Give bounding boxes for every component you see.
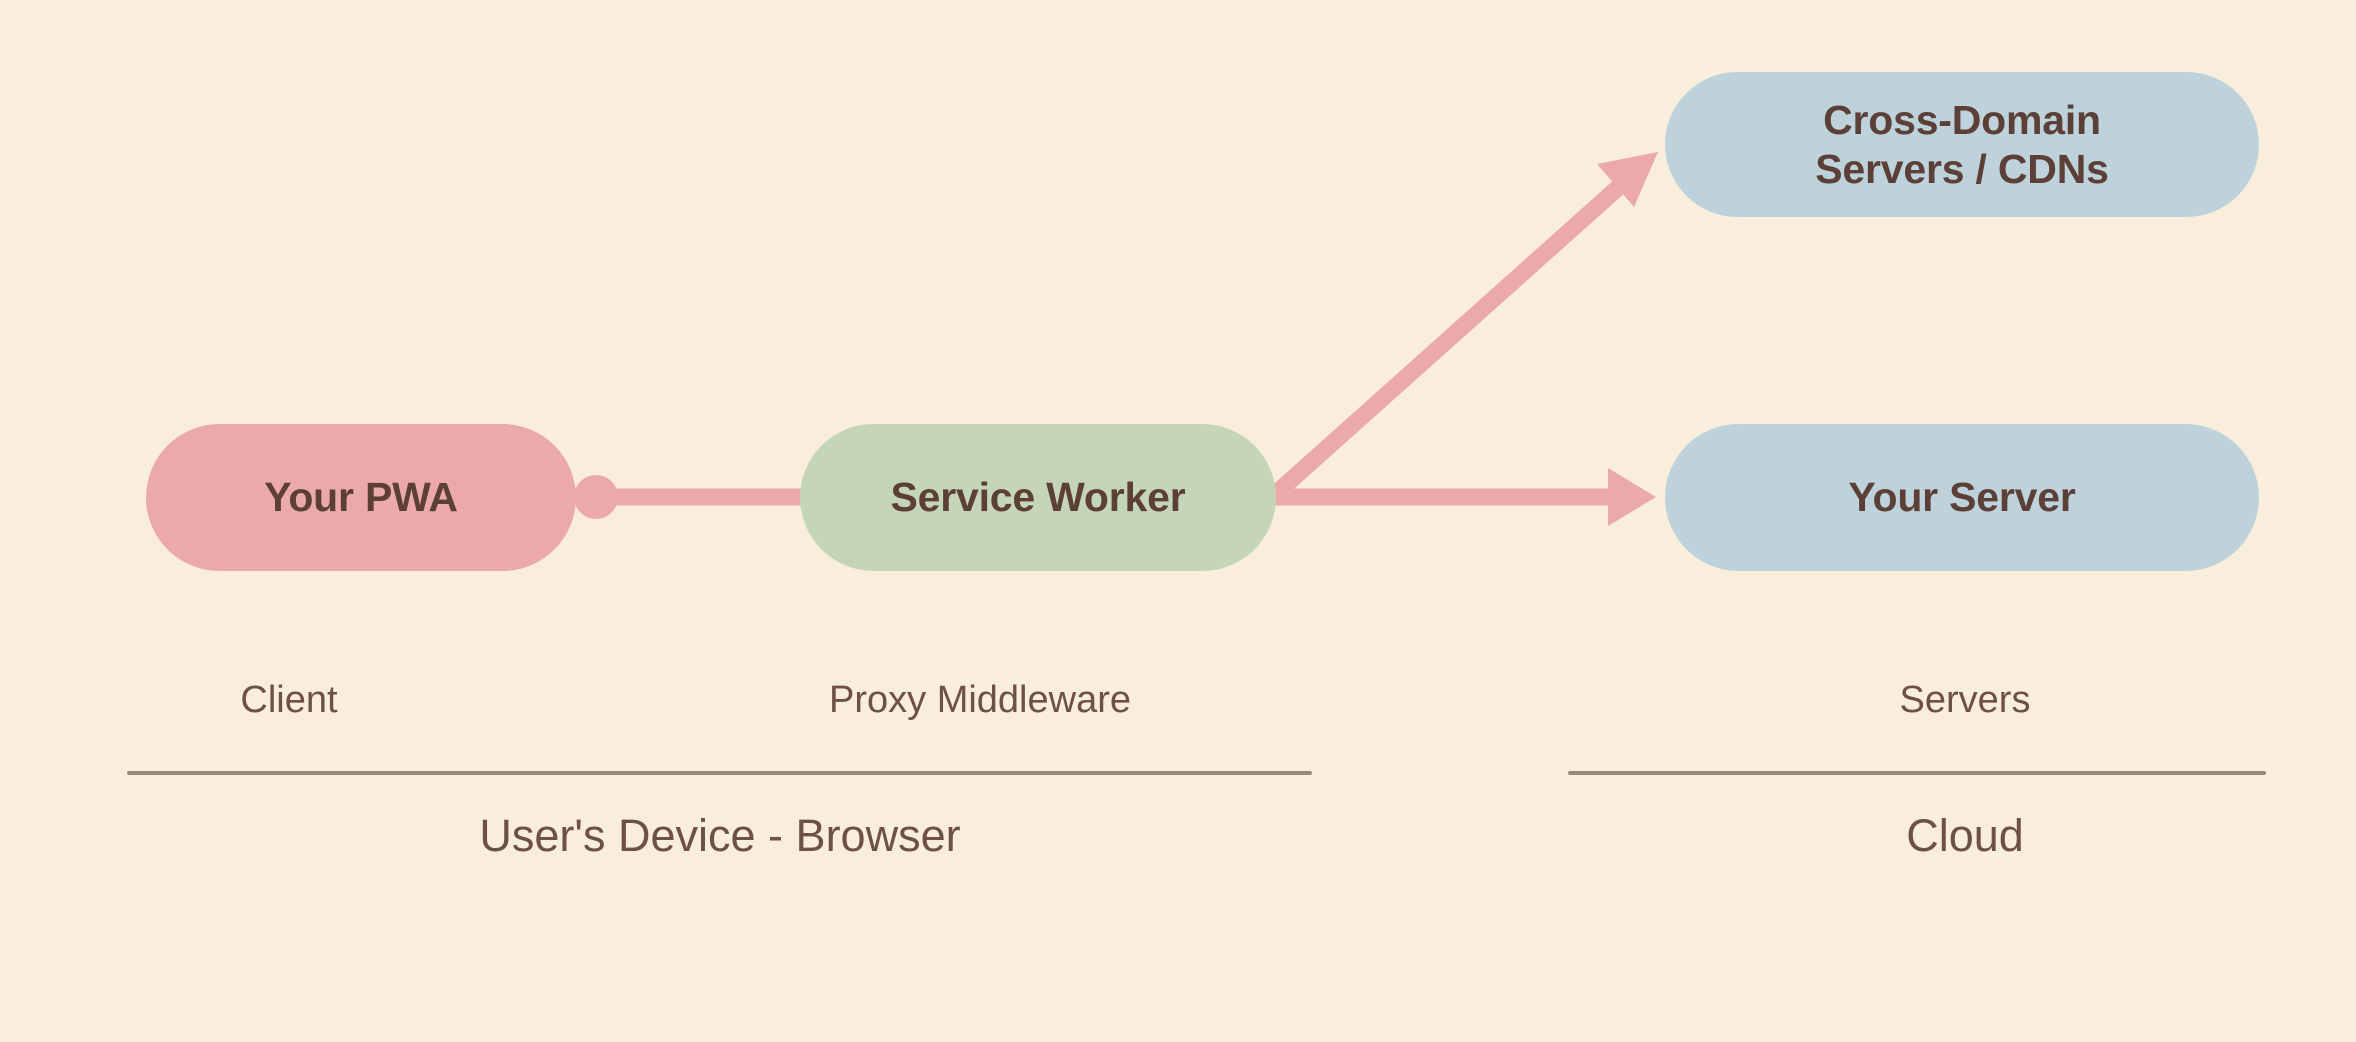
zone-label-client: Client [240, 679, 338, 721]
node-your-pwa-label: Your PWA [264, 474, 458, 521]
zone-label-servers: Servers [1899, 679, 2031, 721]
zone-group-label-cloud: Cloud [1906, 810, 2024, 861]
node-your-server[interactable]: Your Server [1665, 424, 2259, 571]
node-service-worker-label: Service Worker [890, 474, 1186, 521]
connector-pwa-to-service-worker [574, 475, 806, 519]
zone-divider-device [127, 771, 1312, 775]
arrowhead-cross-domain [1597, 152, 1658, 207]
zone-divider-cloud [1568, 771, 2266, 775]
connector-source-dot [574, 475, 618, 519]
node-cross-domain-servers-label: Cross-Domain Servers / CDNs [1815, 97, 2109, 192]
node-your-server-label: Your Server [1848, 474, 2076, 521]
node-cross-domain-servers[interactable]: Cross-Domain Servers / CDNs [1665, 72, 2259, 217]
zone-group-label-device-browser: User's Device - Browser [479, 810, 961, 861]
node-your-pwa[interactable]: Your PWA [146, 424, 576, 571]
zone-label-proxy-middleware: Proxy Middleware [829, 679, 1131, 721]
node-service-worker[interactable]: Service Worker [800, 424, 1276, 571]
connector-sw-to-cross-domain [1266, 152, 1658, 504]
connector-line-sw-cdn [1266, 178, 1627, 504]
connector-sw-to-your-server [1272, 468, 1656, 526]
arrowhead-your-server [1608, 468, 1656, 526]
